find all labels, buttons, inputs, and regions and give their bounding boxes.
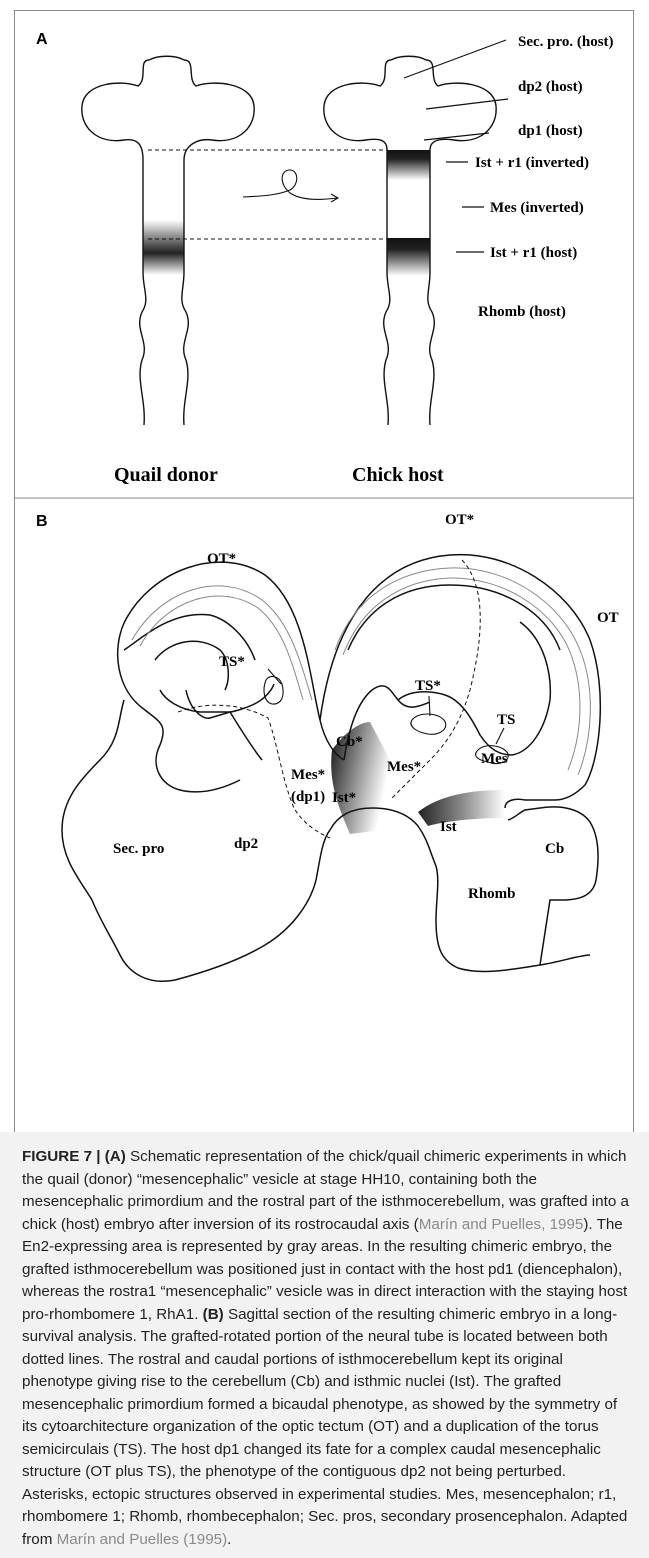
- label-dp1-host: dp1 (host): [518, 123, 583, 139]
- caption-b-text-2: .: [227, 1531, 231, 1548]
- label-sec-pro-host: Sec. pro. (host): [518, 34, 614, 50]
- label-ts-star-left: TS*: [219, 654, 245, 670]
- caption-b-citation-link[interactable]: Marín and Puelles (1995): [57, 1531, 228, 1548]
- label-ot-star-right: OT*: [445, 512, 474, 528]
- panel-b-letter: B: [36, 513, 48, 530]
- label-mes-inverted: Mes (inverted): [490, 200, 584, 216]
- label-mes: Mes: [481, 751, 508, 767]
- label-ts: TS: [497, 712, 515, 728]
- panel-a-pointers: [404, 40, 508, 252]
- label-dp1-paren: (dp1): [291, 789, 325, 805]
- chick-host-embryo: [324, 56, 496, 425]
- label-ist-r1-inverted: Ist + r1 (inverted): [475, 155, 589, 171]
- caption-figure-label: FIGURE 7 |: [22, 1148, 105, 1165]
- ist-region: [418, 790, 505, 826]
- label-ot-star-left: OT*: [207, 551, 236, 567]
- label-dp2: dp2: [234, 836, 258, 852]
- label-rhomb-host: Rhomb (host): [478, 304, 566, 320]
- label-ist-star: Ist*: [332, 790, 356, 806]
- label-sec-pro: Sec. pro: [113, 841, 164, 857]
- panel-a-letter: A: [36, 31, 48, 48]
- label-ist: Ist: [440, 819, 457, 835]
- label-chick-host: Chick host: [352, 464, 444, 486]
- caption-a-citation-link[interactable]: Marín and Puelles, 1995: [419, 1216, 584, 1233]
- caption-b-tag: (B): [203, 1306, 224, 1323]
- label-mes-star: Mes*: [387, 759, 421, 775]
- brain-section-outline: [62, 555, 600, 982]
- label-cb: Cb: [545, 841, 564, 857]
- label-quail-donor: Quail donor: [114, 464, 218, 486]
- caption-b-text-1: Sagittal section of the resulting chimer…: [22, 1306, 627, 1548]
- figure-illustration: A Sec. pro. (host) dp2 (host) dp1 (host)…: [0, 0, 649, 1132]
- label-ist-r1-host: Ist + r1 (host): [490, 245, 577, 261]
- label-mes-star-dp1: Mes*: [291, 767, 325, 783]
- label-ts-star-right: TS*: [415, 678, 441, 694]
- rotation-arrow: [243, 170, 338, 202]
- quail-donor-embryo: [82, 56, 254, 425]
- figure-caption: FIGURE 7 | (A) Schematic representation …: [0, 1132, 649, 1558]
- caption-a-tag: (A): [105, 1148, 126, 1165]
- panel-b-dashed-lines: [178, 560, 480, 838]
- label-dp2-host: dp2 (host): [518, 79, 583, 95]
- label-rhomb: Rhomb: [468, 886, 516, 902]
- label-cb-star: Cb*: [336, 734, 363, 750]
- label-ot: OT: [597, 610, 619, 626]
